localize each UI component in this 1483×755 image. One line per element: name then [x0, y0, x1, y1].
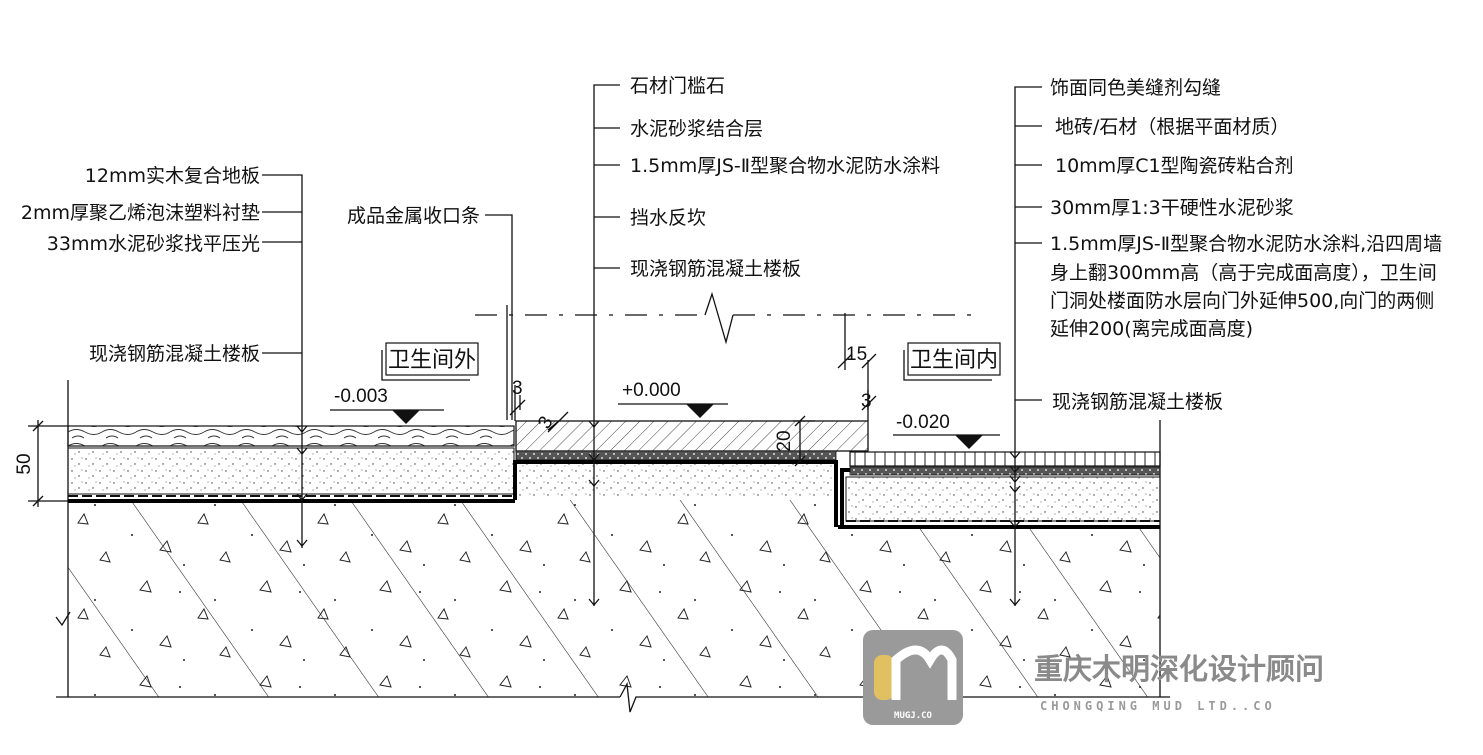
level-right: -0.020	[896, 412, 950, 433]
label-center-slab: 现浇钢筋混凝土楼板	[630, 258, 801, 280]
level-markers	[330, 403, 1000, 449]
label-tile-stone: 地砖/石材（根据平面材质）	[1055, 116, 1289, 138]
note-line-1: 1.5mm厚JS-Ⅱ型聚合物水泥防水涂料,沿四周墙	[1050, 233, 1442, 255]
level-left: -0.003	[334, 386, 388, 407]
room-tags	[381, 342, 1001, 381]
watermark-company-en: CHONGQING MUD LTD..CO	[1040, 699, 1276, 713]
center-label-group: 石材门槛石 水泥砂浆结合层 1.5mm厚JS-Ⅱ型聚合物水泥防水涂料 挡水反坎 …	[630, 75, 940, 280]
break-line	[475, 291, 975, 345]
label-grout: 饰面同色美缝剂勾缝	[1050, 77, 1221, 99]
label-metal-strip: 成品金属收口条	[347, 205, 480, 227]
label-foam-pad: 2mm厚聚乙烯泡沫塑料衬垫	[21, 202, 260, 224]
note-line-3: 门洞处楼面防水层向门外延伸500,向门的两侧	[1050, 290, 1434, 312]
room-inside: 卫生间内	[910, 348, 998, 373]
label-waterproof-coating: 1.5mm厚JS-Ⅱ型聚合物水泥防水涂料	[630, 155, 940, 177]
label-cement-screed: 33mm水泥砂浆找平压光	[47, 233, 260, 255]
dim-height: 50	[14, 453, 35, 474]
label-water-curb: 挡水反坎	[630, 207, 706, 229]
dim-gap-right: 3	[861, 391, 872, 412]
left-label-group: 12mm实木复合地板 2mm厚聚乙烯泡沫塑料衬垫 33mm水泥砂浆找平压光 现浇…	[21, 165, 260, 365]
label-left-slab: 现浇钢筋混凝土楼板	[89, 343, 260, 365]
dim-sill-height: 20	[774, 430, 795, 451]
dim-sill-edge: 15	[846, 344, 867, 365]
left-floor-build-up	[67, 425, 515, 503]
level-center: +0.000	[622, 380, 681, 401]
watermark: MUGJ.CO 重庆木明深化设计顾问 CHONGQING MUD LTD..CO	[863, 630, 1324, 725]
dimension-marks	[28, 313, 877, 507]
note-line-2: 身上翻300mm高（高于完成面高度），卫生间	[1050, 262, 1437, 284]
note-line-4: 延伸200(离完成面高度)	[1050, 318, 1253, 340]
right-label-group: 饰面同色美缝剂勾缝 地砖/石材（根据平面材质） 10mm厚C1型陶瓷砖粘合剂 3…	[1050, 77, 1442, 413]
dim-gap-left: 3	[512, 378, 523, 399]
label-tile-adhesive: 10mm厚C1型陶瓷砖粘合剂	[1055, 155, 1294, 177]
watermark-company: 重庆木明深化设计顾问	[1034, 652, 1324, 686]
label-right-slab: 现浇钢筋混凝土楼板	[1052, 391, 1223, 413]
right-floor-build-up	[838, 451, 1161, 529]
label-wood-floor: 12mm实木复合地板	[85, 165, 260, 187]
label-mortar-bond: 水泥砂浆结合层	[630, 118, 763, 140]
threshold-stone	[513, 420, 869, 527]
watermark-logo-text: MUGJ.CO	[894, 711, 933, 721]
label-dry-mortar: 30mm厚1:3干硬性水泥砂浆	[1050, 197, 1294, 219]
room-outside: 卫生间外	[388, 348, 476, 373]
label-stone-sill: 石材门槛石	[630, 75, 725, 97]
leader-lines	[262, 84, 1042, 607]
